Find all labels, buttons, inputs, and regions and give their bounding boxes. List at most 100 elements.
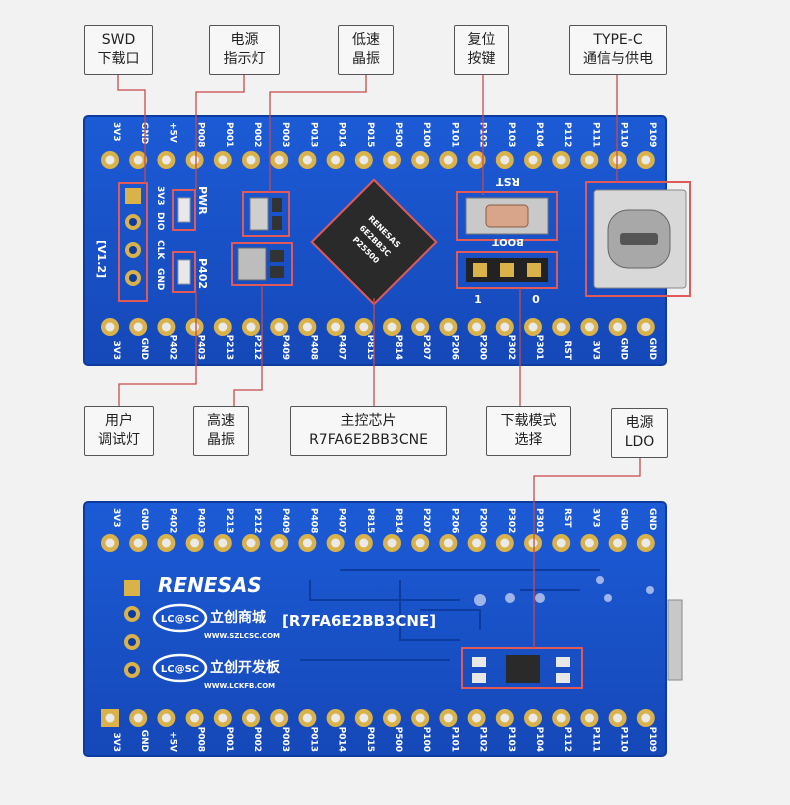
- front-top-pin-hole-3: [190, 155, 200, 165]
- callout-chip-line1: 主控芯片: [340, 413, 397, 429]
- front-top-pin-hole-14: [500, 155, 510, 165]
- front-bottom-pin-hole-3: [190, 322, 200, 332]
- usb-c-highlight: [585, 181, 691, 297]
- back-bottom-pin-hole-12: [443, 713, 453, 723]
- front-top-pin-label-6: P003: [280, 122, 290, 147]
- back-bottom-pin-label-12: P101: [449, 727, 459, 752]
- lcsc-store-name: 立创商城: [210, 609, 266, 626]
- front-top-pin-hole-6: [274, 155, 284, 165]
- front-bottom-pin-label-6: P409: [280, 335, 290, 360]
- back-top-pin-hole-14: [500, 538, 510, 548]
- ldo-chip: [472, 655, 570, 683]
- front-top-pin-label-3: P008: [196, 122, 206, 147]
- front-bottom-pin-hole-8: [331, 322, 341, 332]
- user-led-label: P402: [196, 258, 209, 289]
- back-bottom-pin-hole-18: [613, 713, 623, 723]
- back-top-pin-label-5: P212: [252, 508, 262, 533]
- front-bottom-pin-hole-17: [584, 322, 594, 332]
- back-bottom-pin-label-8: P014: [337, 727, 347, 752]
- main-chip: RENESAS 6E2BB3C P25500: [310, 178, 438, 306]
- front-top-pin-label-8: P014: [337, 122, 347, 147]
- front-bottom-pin-hole-4: [218, 322, 228, 332]
- front-bottom-pin-label-14: P302: [506, 335, 516, 360]
- callout-power-line1: 电源: [230, 32, 259, 48]
- front-bottom-pin-hole-1: [133, 322, 143, 332]
- callout-hsc-line2: 晶振: [207, 432, 235, 448]
- front-top-pin-label-1: GND: [139, 122, 149, 144]
- power-led: [177, 197, 191, 223]
- front-bottom-pin-label-18: GND: [619, 338, 629, 360]
- part-number-label: [R7FA6E2BB3CNE]: [282, 612, 436, 630]
- low-speed-crystal: [249, 197, 269, 231]
- back-bottom-pin-hole-17: [584, 713, 594, 723]
- front-bottom-pin-label-9: P815: [365, 335, 375, 360]
- reset-button[interactable]: [465, 197, 549, 235]
- front-top-pin-label-0: 3V3: [111, 122, 121, 142]
- usb-c-connector[interactable]: [593, 189, 687, 289]
- front-bottom-pin-label-7: P408: [308, 335, 318, 360]
- back-top-pin-hole-5: [246, 538, 256, 548]
- callout-high-speed-crystal: 高速 晶振: [193, 406, 249, 456]
- back-bottom-pin-hole-7: [302, 713, 312, 723]
- back-bottom-pin-label-5: P002: [252, 727, 262, 752]
- front-bottom-pin-label-13: P200: [478, 335, 488, 360]
- boot-selector-header[interactable]: [466, 258, 548, 282]
- front-top-pin-label-9: P015: [365, 122, 375, 147]
- callout-dlmode-line2: 选择: [514, 432, 543, 448]
- reset-button-label: RST: [496, 175, 520, 188]
- lcsc-logo-1: LC@SC: [152, 603, 208, 633]
- front-bottom-pin-label-15: P301: [534, 335, 544, 360]
- front-bottom-pin-label-16: RST: [562, 340, 572, 360]
- back-top-pin-label-4: P213: [224, 508, 234, 533]
- back-bottom-pin-label-18: P110: [619, 727, 629, 752]
- back-bottom-pin-label-2: +5V: [167, 731, 177, 752]
- front-top-pin-label-19: P109: [647, 122, 657, 147]
- back-top-pin-hole-17: [584, 538, 594, 548]
- back-top-pin-hole-1: [133, 538, 143, 548]
- front-bottom-pin-hole-7: [302, 322, 312, 332]
- back-bottom-pin-hole-11: [415, 713, 425, 723]
- boot-selector-highlight: [456, 251, 558, 289]
- callout-user-debug-led: 用户 调试灯: [84, 406, 154, 456]
- back-top-pin-hole-3: [190, 538, 200, 548]
- front-bottom-pin-label-4: P213: [224, 335, 234, 360]
- front-bottom-pin-label-1: GND: [139, 338, 149, 360]
- back-bottom-pin-hole-2: [161, 713, 171, 723]
- back-top-pin-hole-19: [641, 538, 651, 548]
- low-speed-crystal-highlight: [242, 191, 290, 237]
- boot-option-1: 1: [474, 293, 482, 306]
- back-bottom-pin-label-15: P104: [534, 727, 544, 752]
- front-top-pin-hole-16: [556, 155, 566, 165]
- callout-lsc-line2: 晶振: [352, 51, 380, 67]
- lcsc-devboard-name: 立创开发板: [210, 659, 281, 676]
- back-bottom-pin-label-3: P008: [196, 727, 206, 752]
- callout-typec-line1: TYPE-C: [593, 32, 643, 48]
- back-top-pin-hole-6: [274, 538, 284, 548]
- ldo-highlight: [461, 647, 583, 689]
- back-bottom-pin-hole-0: [105, 713, 115, 723]
- lcsc-logo-2: LC@SC: [152, 653, 208, 683]
- callout-low-speed-crystal: 低速 晶振: [338, 25, 394, 75]
- reset-button-highlight: [456, 191, 558, 241]
- front-top-pin-hole-15: [528, 155, 538, 165]
- back-top-pin-hole-4: [218, 538, 228, 548]
- back-top-pin-label-3: P403: [196, 508, 206, 533]
- back-vias: [474, 576, 654, 606]
- front-top-pin-hole-13: [472, 155, 482, 165]
- back-top-pin-label-14: P302: [506, 508, 516, 533]
- back-bottom-pin-label-7: P013: [308, 727, 318, 752]
- callout-reset-button: 复位 按键: [454, 25, 509, 75]
- back-bottom-pin-hole-15: [528, 713, 538, 723]
- swd-pin-label-gnd: GND: [155, 268, 165, 290]
- front-top-pin-hole-19: [641, 155, 651, 165]
- back-top-pin-label-10: P814: [393, 508, 403, 533]
- callout-reset-line1: 复位: [467, 32, 496, 48]
- back-top-pin-label-0: 3V3: [111, 508, 121, 528]
- back-top-pin-label-1: GND: [139, 508, 149, 530]
- callout-power-line2: 指示灯: [223, 51, 266, 67]
- callout-userled-line2: 调试灯: [98, 432, 140, 448]
